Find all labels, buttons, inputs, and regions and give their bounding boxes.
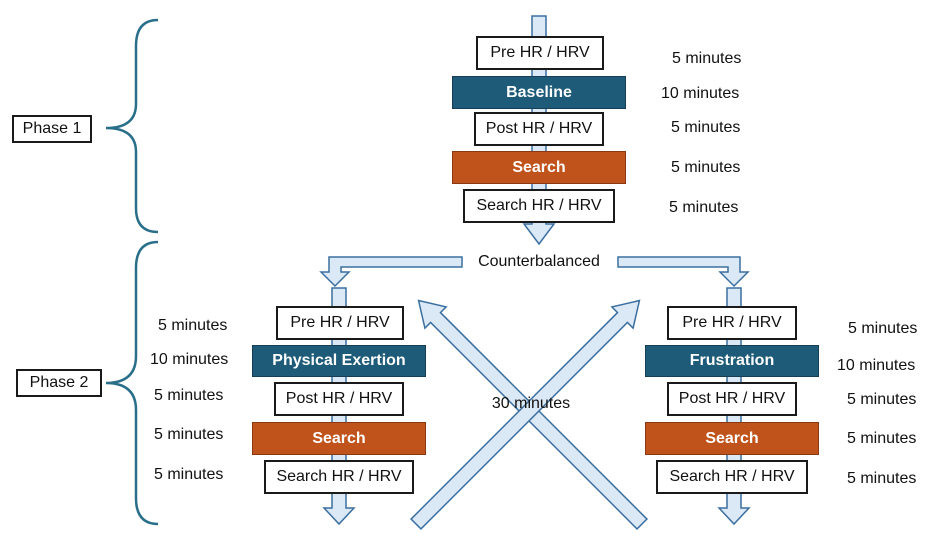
- left-search-hrv-box: Search HR / HRV: [264, 460, 414, 494]
- top-search-hrv-box: Search HR / HRV: [463, 189, 615, 223]
- left-search-hrv-duration: 5 minutes: [154, 466, 224, 483]
- phase2-bracket: [105, 240, 159, 526]
- right-post-hrv-box: Post HR / HRV: [667, 382, 797, 416]
- split-arrow-right: [617, 256, 750, 288]
- top-search-box: Search: [452, 151, 626, 184]
- right-search-box: Search: [645, 422, 819, 455]
- left-pre-hrv-box: Pre HR / HRV: [276, 306, 404, 340]
- top-baseline-box: Baseline: [452, 76, 626, 109]
- phase1-label: Phase 1: [12, 115, 92, 143]
- split-arrow-left: [319, 256, 463, 288]
- right-frustration-box: Frustration: [645, 345, 819, 377]
- phase2-label: Phase 2: [16, 369, 102, 397]
- counterbalanced-label: Counterbalanced: [478, 253, 600, 270]
- top-post-duration: 5 minutes: [671, 119, 741, 136]
- cross-arrow-to-right: [409, 299, 641, 531]
- right-post-duration: 5 minutes: [847, 391, 917, 408]
- top-post-hrv-box: Post HR / HRV: [474, 112, 604, 146]
- top-baseline-duration: 10 minutes: [661, 85, 740, 102]
- top-pre-duration: 5 minutes: [672, 50, 742, 67]
- left-post-hrv-box: Post HR / HRV: [274, 382, 404, 416]
- left-condition-duration: 10 minutes: [150, 351, 229, 368]
- right-search-duration: 5 minutes: [847, 430, 917, 447]
- left-pre-duration: 5 minutes: [158, 317, 228, 334]
- top-search-hrv-duration: 5 minutes: [669, 199, 739, 216]
- left-search-box: Search: [252, 422, 426, 455]
- phase1-bracket: [105, 18, 159, 234]
- cross-duration-label: 30 minutes: [491, 395, 571, 412]
- top-pre-hrv-box: Pre HR / HRV: [476, 36, 604, 70]
- right-condition-duration: 10 minutes: [837, 357, 916, 374]
- left-search-duration: 5 minutes: [154, 426, 224, 443]
- top-search-duration: 5 minutes: [671, 159, 741, 176]
- left-post-duration: 5 minutes: [154, 387, 224, 404]
- right-search-hrv-box: Search HR / HRV: [656, 460, 808, 494]
- right-pre-duration: 5 minutes: [848, 320, 918, 337]
- right-search-hrv-duration: 5 minutes: [847, 470, 917, 487]
- left-physical-exertion-box: Physical Exertion: [252, 345, 426, 377]
- right-pre-hrv-box: Pre HR / HRV: [667, 306, 797, 340]
